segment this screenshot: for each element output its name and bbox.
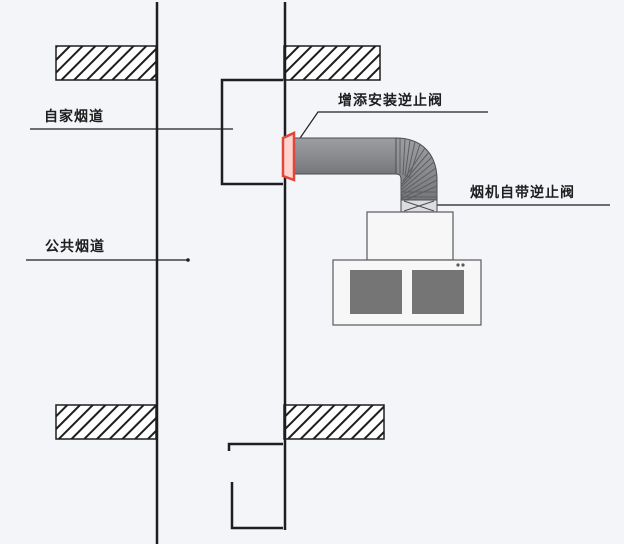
label-public-flue: 公共烟道 xyxy=(45,238,105,255)
hood-indicator-2 xyxy=(461,263,465,267)
label-hood-check-valve: 烟机自带逆止阀 xyxy=(470,184,575,201)
slab-bottom-right xyxy=(283,404,385,440)
hood-check-valve-mark xyxy=(403,200,435,212)
duct-horizontal xyxy=(291,137,399,175)
own-flue-bracket-lower xyxy=(227,442,283,530)
slab-top-right xyxy=(283,45,381,81)
own-flue-bracket-upper xyxy=(220,78,283,186)
hood-chimney xyxy=(366,211,454,261)
added-check-valve xyxy=(281,131,296,182)
label-own-flue: 自家烟道 xyxy=(44,108,104,125)
hood-panel-right xyxy=(412,270,464,314)
hood-panel-left xyxy=(350,270,402,314)
label-added-check-valve: 增添安装逆止阀 xyxy=(338,92,443,109)
hood-indicator-1 xyxy=(456,263,460,267)
duct-corrugation xyxy=(399,138,438,203)
slab-top-left xyxy=(55,45,157,81)
leader-public-flue-dot xyxy=(186,258,190,262)
slab-bottom-left xyxy=(55,404,157,440)
